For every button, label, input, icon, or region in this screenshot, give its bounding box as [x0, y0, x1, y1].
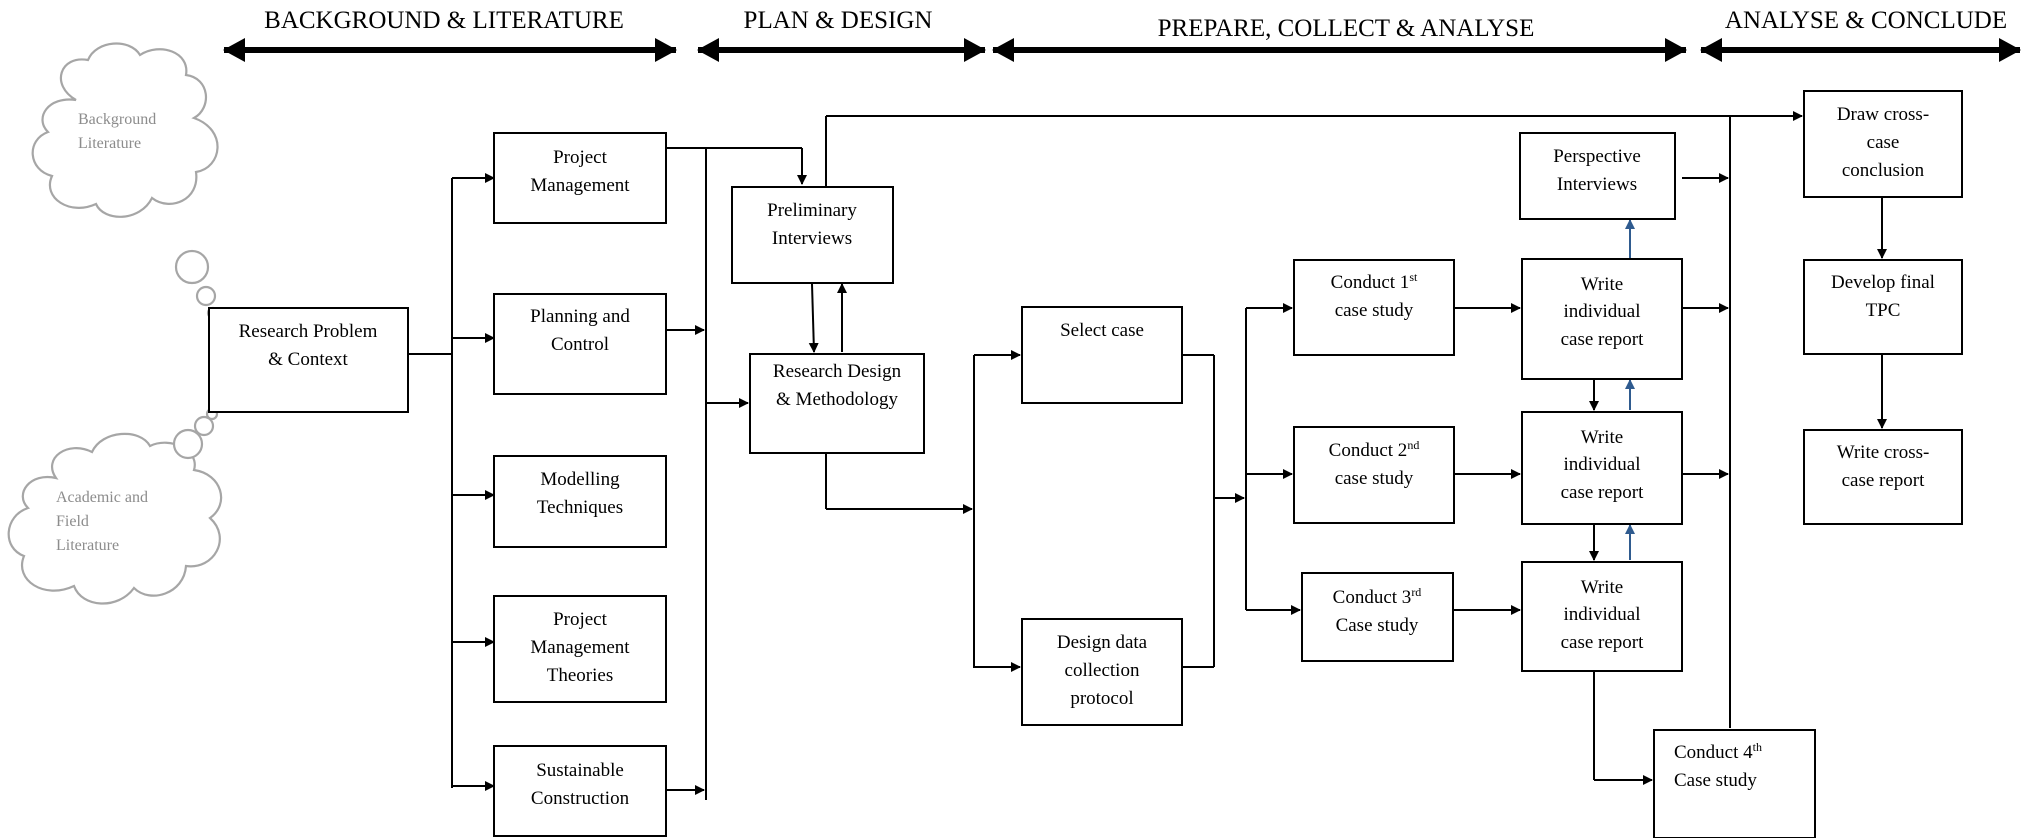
develop-tpc-line-2: TPC [1866, 300, 1901, 321]
node-select-case: Select case [1021, 306, 1183, 404]
draw-conclusion-line-1: Draw cross- [1837, 104, 1929, 125]
node-project-management: Project Management [493, 132, 667, 224]
node-conduct-case-study-4: Conduct 4th Case study [1653, 729, 1816, 838]
write-report-1-line-1: Write [1581, 274, 1624, 295]
conduct-2-main: Conduct 2 [1329, 440, 1408, 461]
pm-theories-line-3: Theories [547, 665, 613, 686]
design-protocol-line-2: collection [1065, 660, 1140, 681]
node-sustainable-construction: Sustainable Construction [493, 745, 667, 837]
conduct-4-line-1: Conduct 4th [1674, 740, 1762, 763]
cloud-bubble [193, 415, 215, 437]
conduct-1-main: Conduct 1 [1331, 272, 1410, 293]
conduct-1-sup: st [1409, 270, 1418, 284]
write-cross-report-line-2: case report [1842, 470, 1926, 491]
node-write-report-3: Write individual case report [1521, 561, 1683, 672]
connectors [408, 111, 1887, 800]
write-report-3-line-1: Write [1581, 577, 1624, 598]
select-case-label: Select case [1060, 320, 1144, 341]
write-report-3-line-3: case report [1561, 632, 1645, 653]
cloud-bubble [195, 285, 217, 307]
research-design-line-1: Research Design [773, 361, 902, 382]
preliminary-line-1: Preliminary [767, 200, 857, 221]
phase-label-prepare: PREPARE, COLLECT & ANALYSE [1158, 15, 1535, 42]
node-conduct-case-study-1: Conduct 1st case study [1293, 259, 1455, 356]
planning-control-line-2: Control [551, 334, 609, 355]
research-problem-line-1: Research Problem [239, 321, 378, 342]
conduct-1-line-2: case study [1335, 300, 1414, 321]
write-report-1-line-3: case report [1561, 329, 1645, 350]
node-draw-conclusion: Draw cross- case conclusion [1803, 90, 1963, 198]
cloud-academic-literature: Academic and Field Literature [7, 407, 223, 605]
conduct-2-line-2: case study [1335, 468, 1414, 489]
cloud-background-literature: Background Literature [31, 42, 220, 320]
node-planning-control: Planning and Control [493, 293, 667, 395]
modelling-line-2: Techniques [537, 497, 623, 518]
sustainable-line-2: Construction [531, 788, 630, 809]
write-cross-report-line-1: Write cross- [1837, 442, 1930, 463]
pm-theories-line-2: Management [530, 637, 630, 658]
sustainable-line-1: Sustainable [536, 760, 624, 781]
modelling-line-1: Modelling [540, 469, 620, 490]
node-pm-theories: Project Management Theories [493, 595, 667, 703]
node-perspective-interviews: Perspective Interviews [1519, 132, 1676, 220]
cloud-background-line-2: Literature [78, 135, 141, 152]
research-problem-line-2: & Context [268, 349, 348, 370]
conduct-2-line-1: Conduct 2nd [1329, 438, 1420, 461]
research-design-line-2: & Methodology [776, 389, 898, 410]
design-protocol-line-1: Design data [1057, 632, 1148, 653]
node-research-design: Research Design & Methodology [749, 353, 925, 454]
develop-tpc-line-1: Develop final [1831, 272, 1935, 293]
write-report-1-line-2: individual [1563, 301, 1640, 322]
cloud-bubble [172, 428, 204, 460]
node-preliminary-interviews: Preliminary Interviews [731, 186, 894, 284]
phase-header: BACKGROUND & LITERATURE PLAN & DESIGN PR… [223, 7, 2021, 62]
node-design-protocol: Design data collection protocol [1021, 618, 1183, 726]
project-management-line-2: Management [530, 175, 630, 196]
draw-conclusion-line-2: case [1867, 132, 1900, 153]
node-write-cross-case-report: Write cross- case report [1803, 429, 1963, 525]
project-management-line-1: Project [553, 147, 608, 168]
conduct-3-main: Conduct 3 [1333, 587, 1412, 608]
conduct-3-line-1: Conduct 3rd [1333, 585, 1422, 608]
cloud-academic-line-1: Academic and [56, 489, 148, 506]
node-write-report-1: Write individual case report [1521, 258, 1683, 380]
conduct-4-main: Conduct 4 [1674, 742, 1753, 763]
preliminary-line-2: Interviews [772, 228, 852, 249]
phase-label-conclude: ANALYSE & CONCLUDE [1725, 7, 2007, 34]
cloud-bubble [174, 249, 210, 285]
write-report-2-line-3: case report [1561, 482, 1645, 503]
pm-theories-line-1: Project [553, 609, 608, 630]
conduct-3-sup: rd [1411, 585, 1421, 599]
conduct-4-sup: th [1753, 740, 1762, 754]
cloud-academic-line-3: Literature [56, 537, 119, 554]
cloud-academic-line-2: Field [56, 513, 89, 530]
write-report-3-line-2: individual [1563, 604, 1640, 625]
planning-control-line-1: Planning and [530, 306, 630, 327]
perspective-line-1: Perspective [1553, 146, 1641, 167]
cloud-background-line-1: Background [78, 111, 156, 128]
conduct-4-line-2: Case study [1674, 770, 1757, 791]
node-write-report-2: Write individual case report [1521, 411, 1683, 525]
phase-label-plan: PLAN & DESIGN [744, 7, 933, 34]
conduct-1-line-1: Conduct 1st [1331, 270, 1418, 293]
node-modelling-techniques: Modelling Techniques [493, 455, 667, 548]
conduct-2-sup: nd [1407, 438, 1419, 452]
node-develop-tpc: Develop final TPC [1803, 259, 1963, 355]
draw-conclusion-line-3: conclusion [1842, 160, 1925, 181]
node-conduct-case-study-3: Conduct 3rd Case study [1301, 572, 1454, 662]
write-report-2-line-2: individual [1563, 454, 1640, 475]
node-research-problem: Research Problem & Context [208, 307, 409, 413]
conduct-3-line-2: Case study [1336, 615, 1419, 636]
node-conduct-case-study-2: Conduct 2nd case study [1293, 426, 1455, 524]
design-protocol-line-3: protocol [1070, 688, 1133, 709]
phase-label-background: BACKGROUND & LITERATURE [264, 7, 624, 34]
write-report-2-line-1: Write [1581, 427, 1624, 448]
perspective-line-2: Interviews [1557, 174, 1637, 195]
